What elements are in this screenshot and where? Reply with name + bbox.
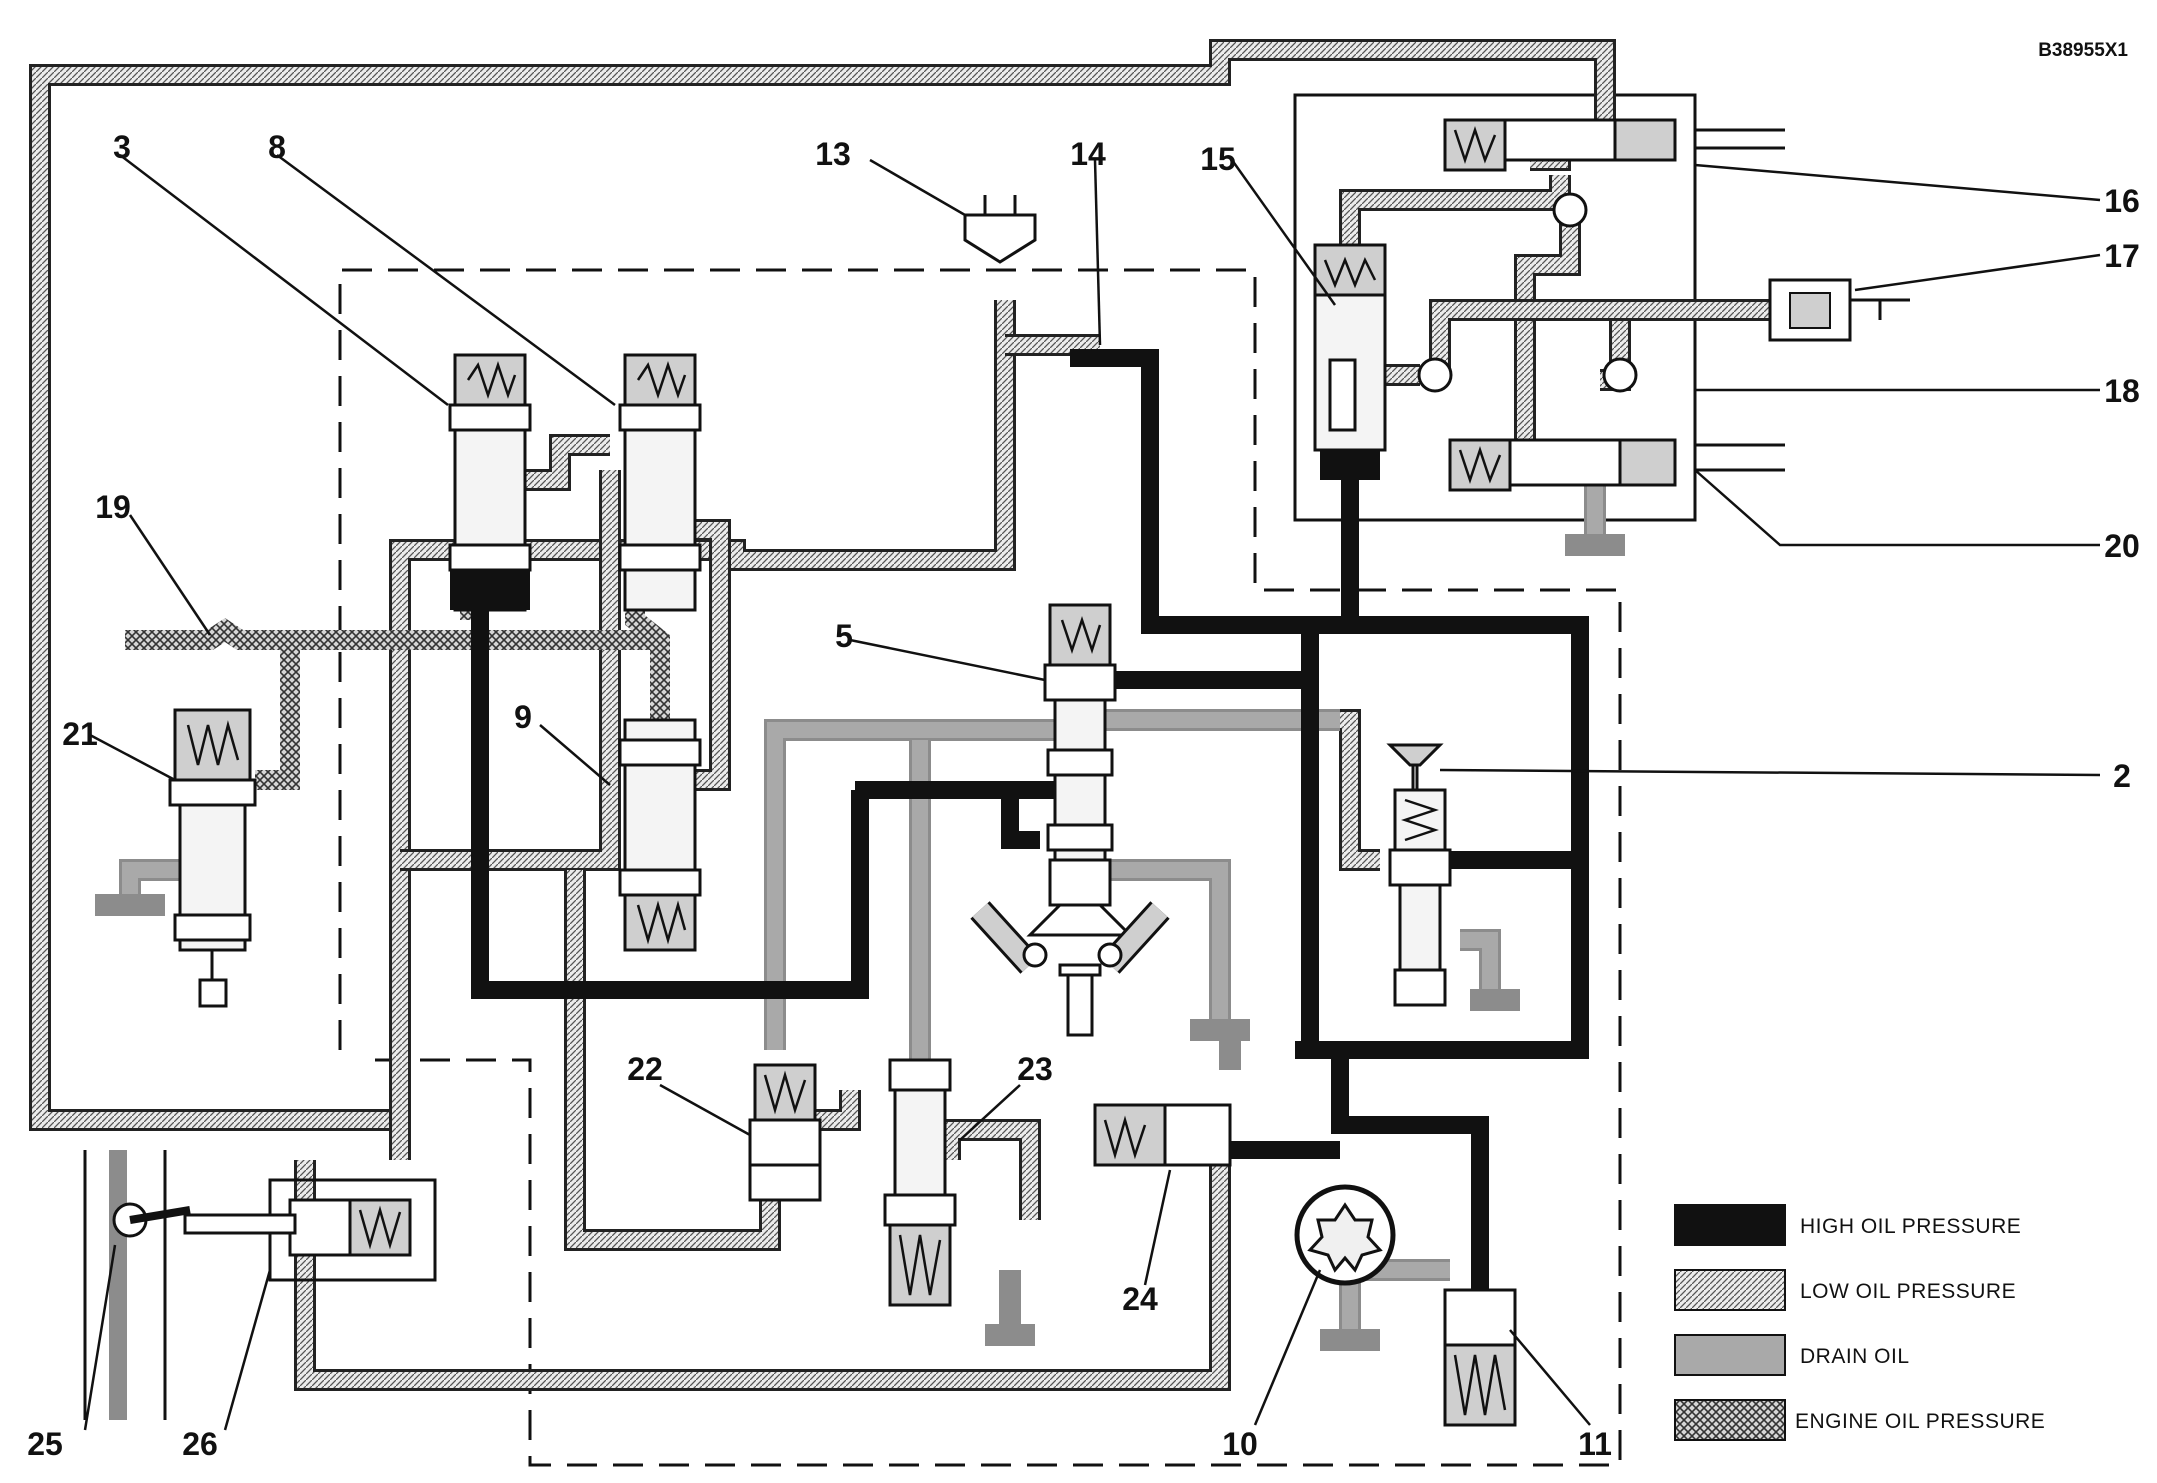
callout-21: 21 [62,716,98,752]
valve-21 [168,708,257,1008]
figure-code: B38955X1 [2038,40,2128,61]
valve-26 [183,1178,437,1282]
callout-14: 14 [1070,136,1106,172]
housing-outline [338,268,1622,1467]
legend-item-low-oil-pressure: LOW OIL PRESSURE [1674,1269,2016,1311]
callout-3: 3 [113,129,131,165]
legend-label-engine: ENGINE OIL PRESSURE [1795,1410,2045,1433]
legend-label-high: HIGH OIL PRESSURE [1800,1215,2021,1238]
callout-25: 25 [27,1426,63,1462]
legend-swatch-low [1674,1269,1786,1311]
leader-lines [83,153,2101,1431]
callout-2: 2 [2113,758,2131,794]
valve-8 [618,353,702,612]
low-pressure-passages [294,124,1775,1391]
callout-9: 9 [514,699,532,735]
legend-swatch-drain [1674,1334,1786,1376]
legend-label-drain: DRAIN OIL [1800,1345,1910,1368]
legend-item-high-oil-pressure: HIGH OIL PRESSURE [1674,1204,2021,1246]
callout-16: 16 [2104,183,2140,219]
callout-5: 5 [835,618,853,654]
legend-label-low: LOW OIL PRESSURE [1800,1280,2016,1303]
legend-item-engine-oil-pressure: ENGINE OIL PRESSURE [1674,1399,2045,1441]
high-pressure-passages [471,330,1589,1290]
callout-10: 10 [1222,1426,1258,1462]
callout-18: 18 [2104,373,2140,409]
valve-2 [1386,743,1452,1007]
valve-23 [883,1058,957,1307]
legend-swatch-high [1674,1204,1786,1246]
lever-25 [83,1150,191,1420]
callout-17: 17 [2104,238,2140,274]
callout-23: 23 [1017,1051,1053,1087]
legend-swatch-engine [1674,1399,1786,1441]
valve-22 [748,1063,822,1202]
callout-19: 19 [95,489,131,525]
valve-17 [1768,278,1852,342]
callout-8: 8 [268,129,286,165]
callout-11: 11 [1578,1426,1612,1462]
valve-5 [970,603,1170,1037]
valve-24 [1093,1103,1232,1167]
legend-item-drain-oil: DRAIN OIL [1674,1334,1910,1376]
legend: HIGH OIL PRESSURE LOW OIL PRESSURE DRAIN… [1674,1204,2045,1441]
sensor-13 [963,195,1037,264]
callout-labels: 3 8 13 14 15 16 17 18 20 19 5 2 21 9 22 … [27,129,2140,1462]
low-pressure-outer-loop [29,39,1616,1131]
valve-15 [1313,243,1387,480]
callout-22: 22 [627,1051,663,1087]
callout-15: 15 [1200,141,1236,177]
valve-9 [618,718,702,952]
callout-20: 20 [2104,528,2140,564]
valve-3 [448,353,532,612]
callout-26: 26 [182,1426,218,1462]
pump-10 [1294,1184,1396,1286]
callout-24: 24 [1122,1281,1158,1317]
valve-20 [1448,438,1677,492]
valve-16 [1443,118,1677,172]
callout-13: 13 [815,136,851,172]
check-valves [1417,192,1638,393]
valve-11 [1443,1288,1517,1427]
